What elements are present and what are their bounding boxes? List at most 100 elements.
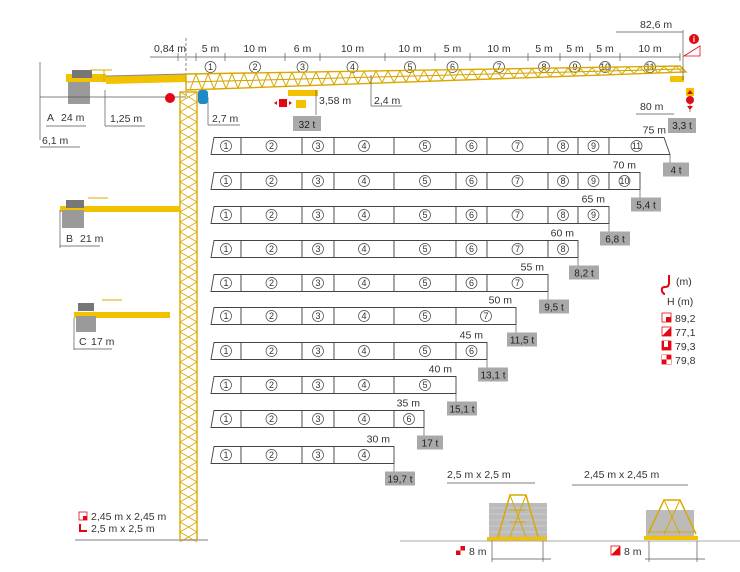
load-badge-bg [631, 197, 661, 212]
section-number: 2 [269, 380, 274, 390]
jib-truss [393, 69, 407, 83]
section-number: 7 [515, 176, 520, 186]
section-number: 8 [541, 62, 546, 72]
tower-truss [179, 321, 198, 333]
section-number: 1 [223, 278, 228, 288]
jib-truss [633, 65, 647, 75]
jib-truss [249, 71, 263, 88]
section-number: 11 [632, 141, 641, 151]
section-number-circle [419, 209, 431, 221]
tower-truss [179, 471, 198, 483]
tower-truss [179, 481, 198, 493]
section-number: 1 [223, 210, 228, 220]
section-number: 4 [361, 311, 366, 321]
section-number-circle [358, 379, 370, 391]
section-number: 2 [269, 311, 274, 321]
jib-truss [537, 67, 551, 78]
load-badge: 15,1 t [449, 405, 474, 416]
jib-truss [309, 70, 323, 86]
tower-truss [179, 141, 198, 153]
section-number-circle [465, 277, 478, 289]
section-number-circle [312, 277, 324, 289]
section-number: 1 [223, 311, 228, 321]
section-number-circle [220, 243, 232, 255]
tower-truss [179, 301, 198, 313]
section-number-circle [358, 277, 370, 289]
tip-radius-label: 80 m [640, 101, 664, 113]
trolley-travel-icon [274, 99, 292, 107]
section-number: 2 [269, 176, 274, 186]
tower-truss [179, 421, 198, 433]
section-number-circle [419, 310, 431, 322]
jib-length-label: 65 m [582, 194, 606, 206]
counterjib-c-length: 17 m [91, 336, 115, 348]
base-left: 2,5 m x 2,5 m 8 m [400, 469, 740, 562]
tower-truss [179, 441, 198, 453]
tower-truss [179, 341, 198, 353]
section-number: 6 [406, 414, 411, 424]
top-dimension-label: 5 m [202, 43, 220, 55]
jib-length-label: 35 m [397, 398, 421, 410]
section-number: 5 [422, 141, 427, 151]
section-number: 9 [591, 210, 596, 220]
jib-length-label: 30 m [367, 434, 391, 446]
section-number: 5 [422, 278, 427, 288]
tower-truss [179, 331, 198, 343]
section-number-circle [358, 209, 370, 221]
section-number-circle [403, 413, 415, 425]
section-number: 8 [560, 176, 565, 186]
top-dimension-label: 5 m [566, 43, 584, 55]
section-number: 3 [315, 380, 320, 390]
jib-truss [525, 67, 539, 78]
counterjib-c-letter: C [79, 336, 87, 348]
section-number: 1 [223, 244, 228, 254]
section-number: 3 [315, 278, 320, 288]
section-number-circle [511, 140, 524, 152]
base-left-width: 8 m [469, 546, 487, 558]
top-dimension-label: 0,84 m [154, 43, 186, 55]
section-number: 8 [560, 141, 565, 151]
tower-truss [179, 401, 198, 413]
section-number: 5 [422, 346, 427, 356]
section-number-circle [265, 310, 278, 322]
section-number-circle [220, 310, 232, 322]
jib-truss [477, 68, 491, 80]
section-number: 3 [315, 176, 320, 186]
section-number-circle [220, 209, 232, 221]
top-dimension-label: 10 m [243, 43, 267, 55]
base-left-icon [456, 546, 465, 555]
section-number: 6 [469, 210, 474, 220]
section-number: 4 [361, 176, 366, 186]
tower-truss [179, 101, 198, 113]
section-number: 4 [361, 380, 366, 390]
tower-truss [179, 191, 198, 203]
tower-truss [179, 381, 198, 393]
section-number: 2 [269, 210, 274, 220]
jib-truss [189, 72, 203, 91]
section-number-circle [312, 310, 324, 322]
jib-truss [429, 69, 443, 82]
section-number-circle [419, 140, 431, 152]
section-number: 2 [269, 278, 274, 288]
section-number-circle [419, 345, 431, 357]
tower-truss [179, 391, 198, 403]
tower-base-1: 2,45 m x 2,45 m [91, 511, 167, 523]
counter-jib-c: C 17 m [73, 299, 170, 350]
hook-unit: (m) [676, 276, 692, 288]
jib-truss [561, 67, 575, 77]
section-number: 7 [515, 244, 520, 254]
section-number: 4 [361, 141, 366, 151]
jib-truss [513, 67, 527, 79]
height-value: 77,1 [675, 327, 696, 339]
tower-truss [179, 431, 198, 443]
section-number: 3 [315, 311, 320, 321]
section-number: 4 [361, 244, 366, 254]
load-badge: 11,5 t [510, 336, 534, 347]
info-icon: i [682, 34, 701, 57]
section-number-circle [465, 243, 478, 255]
section-number: 2 [269, 346, 274, 356]
tower-truss [179, 271, 198, 283]
